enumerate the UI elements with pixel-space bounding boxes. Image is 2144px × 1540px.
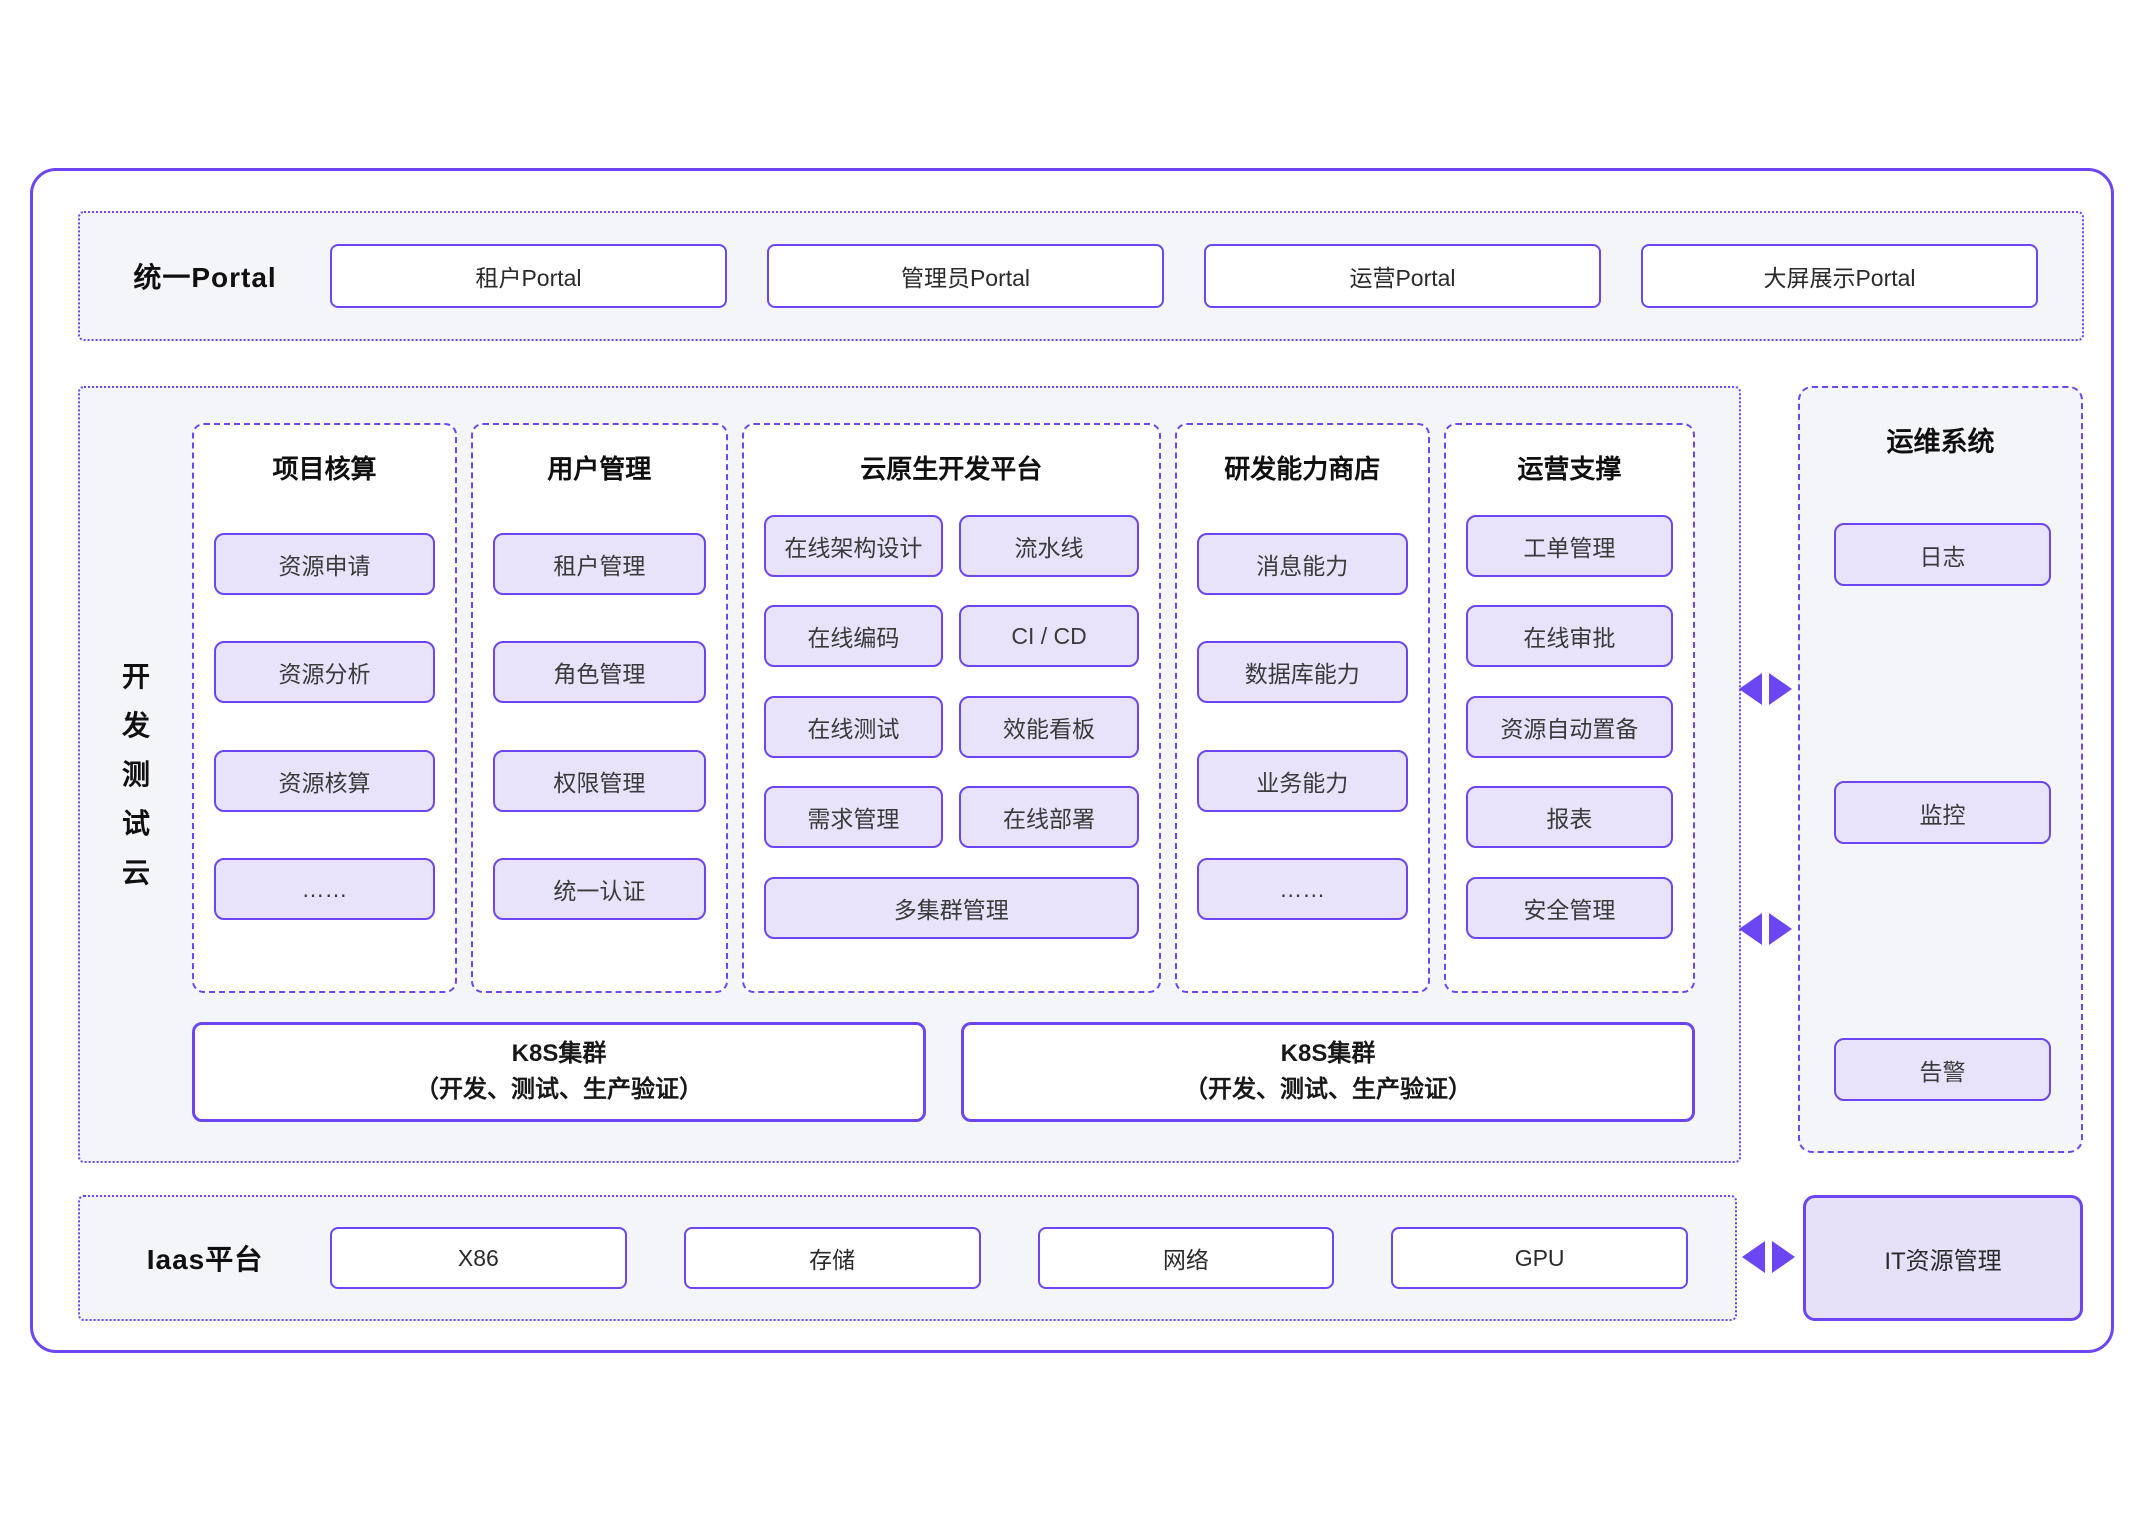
capability-box: 消息能力	[1196, 532, 1408, 595]
tenant-portal-box: 租户Portal	[330, 244, 727, 308]
capability-box: 角色管理	[493, 641, 706, 704]
column-title: 运营支撑	[1517, 454, 1622, 484]
log-box: 日志	[1834, 523, 2051, 586]
capability-box: 在线部署	[959, 786, 1139, 848]
capability-box-ellipsis: ……	[1196, 858, 1408, 921]
capability-box: 安全管理	[1465, 876, 1673, 939]
capability-box-ellipsis: ……	[214, 858, 436, 921]
column-title: 云原生开发平台	[860, 454, 1043, 484]
iaas-box-row: X86 存储 网络 GPU	[330, 1227, 1735, 1289]
bidirectional-arrow-icon	[1742, 1241, 1795, 1273]
ops-system-title: 运维系统	[1886, 427, 1995, 457]
capability-box: 数据库能力	[1196, 641, 1408, 704]
alert-box: 告警	[1834, 1038, 2051, 1101]
capability-box: 工单管理	[1465, 514, 1673, 577]
column-project-accounting: 项目核算 资源申请 资源分析 资源核算 ……	[192, 423, 458, 993]
column-capability-store: 研发能力商店 消息能力 数据库能力 业务能力 ……	[1174, 423, 1430, 993]
portal-box-row: 租户Portal 管理员Portal 运营Portal 大屏展示Portal	[330, 244, 2082, 308]
column-cloud-native-platform: 云原生开发平台 在线架构设计 流水线 在线编码 CI / CD 在线测试 效能看…	[741, 423, 1161, 993]
column-title: 用户管理	[547, 454, 652, 484]
left-arrow-icon	[1739, 913, 1762, 945]
capability-box: 租户管理	[493, 532, 706, 595]
column-user-management: 用户管理 租户管理 角色管理 权限管理 统一认证	[471, 423, 728, 993]
unified-portal-section: 统一Portal 租户Portal 管理员Portal 运营Portal 大屏展…	[78, 211, 2084, 341]
k8s-cluster-box: K8S集群 （开发、测试、生产验证）	[192, 1022, 926, 1122]
iaas-platform-label: Iaas平台	[146, 1244, 264, 1275]
capability-box: 资源自动置备	[1465, 695, 1673, 758]
storage-box: 存储	[683, 1227, 981, 1289]
column-title: 项目核算	[272, 454, 377, 484]
monitor-box: 监控	[1834, 781, 2051, 844]
capability-box: 权限管理	[493, 749, 706, 812]
network-box: 网络	[1037, 1227, 1335, 1289]
capability-box: 资源分析	[214, 641, 436, 704]
k8s-cluster-box: K8S集群 （开发、测试、生产验证）	[961, 1022, 1695, 1122]
right-arrow-icon	[1772, 1241, 1795, 1273]
column-operation-support: 运营支撑 工单管理 在线审批 资源自动置备 报表 安全管理	[1443, 423, 1695, 993]
architecture-diagram-frame: 统一Portal 租户Portal 管理员Portal 运营Portal 大屏展…	[30, 168, 2114, 1353]
bidirectional-arrow-icon	[1739, 913, 1792, 945]
capability-box: 业务能力	[1196, 749, 1408, 812]
ops-system-section: 运维系统 日志 监控 告警	[1798, 386, 2083, 1153]
column-title: 研发能力商店	[1224, 454, 1381, 484]
unified-portal-label: 统一Portal	[133, 262, 277, 293]
left-arrow-icon	[1739, 673, 1762, 705]
operation-portal-box: 运营Portal	[1204, 244, 1601, 308]
capability-box: 统一认证	[493, 858, 706, 921]
capability-columns: 项目核算 资源申请 资源分析 资源核算 …… 用户管理 租户管理 角色管理 权限…	[192, 423, 1695, 993]
it-resource-management-box: IT资源管理	[1803, 1195, 2083, 1321]
dev-test-cloud-section: 开发测试云 项目核算 资源申请 资源分析 资源核算 …… 用户管理 租户管理 角…	[78, 386, 1741, 1163]
capability-box: CI / CD	[959, 605, 1139, 667]
bidirectional-arrow-icon	[1739, 673, 1792, 705]
capability-box: 在线测试	[763, 695, 944, 758]
dev-test-cloud-label: 开发测试云	[121, 661, 150, 888]
admin-portal-box: 管理员Portal	[767, 244, 1164, 308]
capability-box: 在线架构设计	[763, 514, 944, 577]
gpu-box: GPU	[1391, 1227, 1688, 1289]
x86-box: X86	[330, 1227, 627, 1289]
bigscreen-portal-box: 大屏展示Portal	[1641, 244, 2038, 308]
capability-box: 需求管理	[763, 786, 944, 848]
right-arrow-icon	[1769, 673, 1792, 705]
capability-box: 资源核算	[214, 749, 436, 812]
capability-box: 报表	[1465, 786, 1673, 848]
capability-box: 在线审批	[1465, 605, 1673, 667]
iaas-platform-section: Iaas平台 X86 存储 网络 GPU	[78, 1195, 1737, 1321]
capability-box: 在线编码	[763, 605, 944, 667]
capability-box: 效能看板	[959, 695, 1139, 758]
capability-box-wide: 多集群管理	[763, 876, 1139, 939]
k8s-cluster-row: K8S集群 （开发、测试、生产验证） K8S集群 （开发、测试、生产验证）	[192, 1022, 1695, 1122]
capability-box: 资源申请	[214, 532, 436, 595]
right-arrow-icon	[1769, 913, 1792, 945]
left-arrow-icon	[1742, 1241, 1765, 1273]
capability-box: 流水线	[959, 514, 1139, 577]
